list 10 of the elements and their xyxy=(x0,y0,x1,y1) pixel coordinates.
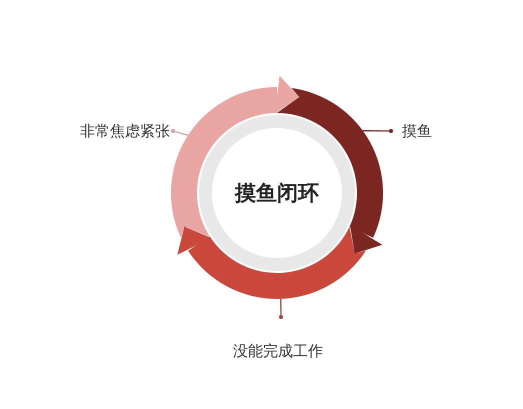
arc-segment xyxy=(277,88,383,238)
stage-label: 非常焦虑紧张 xyxy=(80,122,170,140)
arc-segment xyxy=(171,87,277,238)
leader-line xyxy=(362,129,393,133)
stage-label: 摸鱼 xyxy=(402,122,432,140)
stage-label: 没能完成工作 xyxy=(233,342,323,360)
leader-line xyxy=(171,129,188,136)
leader-line xyxy=(279,298,283,319)
arc-segment xyxy=(188,226,366,299)
center-label: 摸鱼闭环 xyxy=(235,180,319,207)
